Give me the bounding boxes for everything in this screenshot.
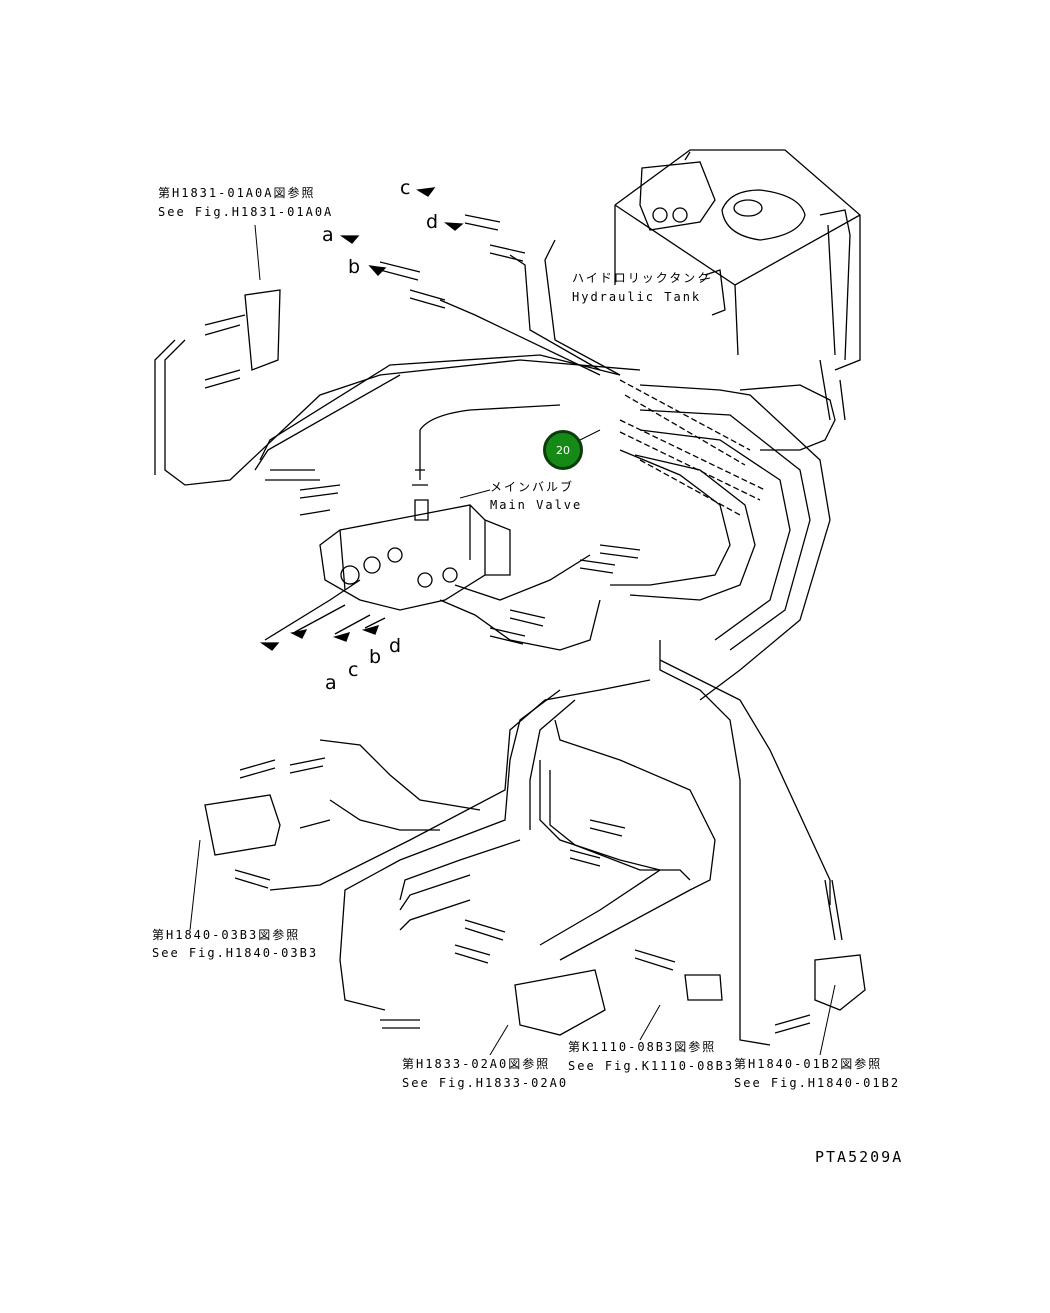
letter-bottom-d: d <box>389 635 402 657</box>
ref-h1840-03-en: See Fig.H1840-03B3 <box>152 946 319 960</box>
component-blocks <box>204 289 866 1036</box>
letter-top-b: b <box>348 256 361 278</box>
letter-bottom-b: b <box>369 646 382 668</box>
ref-h1831-en: See Fig.H1831-01A0A <box>158 205 334 219</box>
ref-h1833-en: See Fig.H1833-02A0 <box>402 1076 569 1090</box>
ref-h1840-01-en: See Fig.H1840-01B2 <box>734 1076 901 1090</box>
letter-top-a: a <box>322 224 334 246</box>
drawing-code: PTA5209A <box>815 1148 904 1166</box>
ref-h1840-01-jp: 第H1840-01B2図参照 <box>734 1057 883 1071</box>
ref-h1840-03-jp: 第H1840-03B3図参照 <box>152 928 301 942</box>
flow-arrows <box>259 187 464 651</box>
hose-runs <box>154 239 836 1046</box>
ref-h1833-jp: 第H1833-02A0図参照 <box>402 1057 551 1071</box>
ref-k1110-jp: 第K1110-08B3図参照 <box>568 1040 717 1054</box>
hydraulic-tank <box>614 149 861 371</box>
letter-bottom-c: c <box>348 659 359 681</box>
hose-fittings <box>204 214 846 1034</box>
part-callout-20[interactable]: 20 <box>543 430 583 470</box>
leader-lines <box>189 224 836 1056</box>
letter-top-d: d <box>426 211 439 233</box>
tank-label-jp: ハイドロリックタンク <box>572 271 712 285</box>
letter-bottom-a: a <box>325 672 337 694</box>
ref-h1831-jp: 第H1831-01A0A図参照 <box>158 186 316 200</box>
letter-top-c: c <box>400 177 411 199</box>
main-valve <box>319 430 511 611</box>
tank-label-en: Hydraulic Tank <box>572 290 702 304</box>
main-valve-label-jp: メインバルブ <box>490 480 575 494</box>
main-valve-label-en: Main Valve <box>490 498 583 512</box>
ref-k1110-en: See Fig.K1110-08B3 <box>568 1059 735 1073</box>
